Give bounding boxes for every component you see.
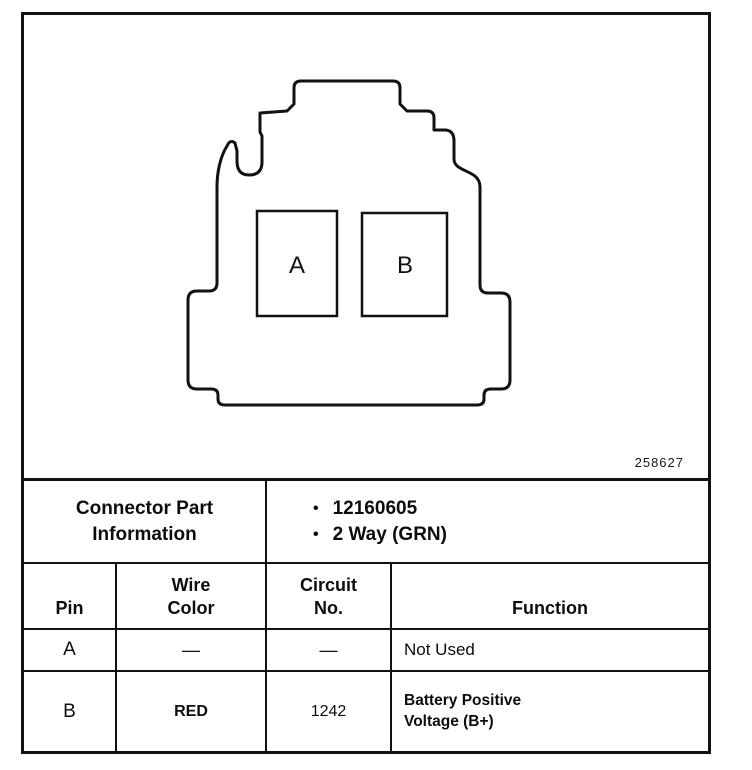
part-info-title-cell: Connector Part Information xyxy=(24,481,267,562)
part-number: 12160605 xyxy=(332,497,418,519)
part-number-line: • 12160605 xyxy=(313,498,417,520)
header-pin: Pin xyxy=(24,564,117,628)
header-function: Function xyxy=(392,564,708,628)
header-circuit-no-label: Circuit No. xyxy=(299,575,357,618)
table-header-row: Pin Wire Color Circuit No. Function xyxy=(24,564,708,630)
header-circuit-no: Circuit No. xyxy=(267,564,392,628)
connector-type-line: • 2 Way (GRN) xyxy=(313,524,447,546)
pin-value: B xyxy=(24,672,117,751)
table-row: A — — Not Used xyxy=(24,630,708,672)
cavity-b-label: B xyxy=(397,252,413,279)
function-value-text: Battery Positive Voltage (B+) xyxy=(404,691,522,730)
connector-info-table: Connector Part Information • 12160605 • … xyxy=(24,478,708,751)
header-function-label: Function xyxy=(512,597,588,618)
circuit-no-value: 1242 xyxy=(267,672,392,751)
connector-drawing: A B xyxy=(186,79,512,407)
connector-outline xyxy=(186,79,512,407)
header-pin-label: Pin xyxy=(55,597,84,618)
cavity-b-box xyxy=(360,211,449,318)
wire-color-value: — xyxy=(117,630,267,670)
figure-number: 258627 xyxy=(634,455,684,470)
cavity-a-label: A xyxy=(289,252,305,279)
pin-value: A xyxy=(24,630,117,670)
wire-color-value: RED xyxy=(117,672,267,751)
bullet-icon: • xyxy=(313,499,319,517)
part-info-values-cell: • 12160605 • 2 Way (GRN) xyxy=(267,481,708,562)
part-info-title: Connector Part Information xyxy=(75,497,214,545)
function-value: Not Used xyxy=(404,640,475,659)
cavity-a-box xyxy=(255,209,339,318)
header-wire-color: Wire Color xyxy=(117,564,267,628)
function-value: Battery Positive Voltage (B+) xyxy=(392,672,708,751)
figure-frame: A B 258627 Connector Part Information • … xyxy=(21,12,711,754)
bullet-icon: • xyxy=(313,525,319,543)
table-row-part-info: Connector Part Information • 12160605 • … xyxy=(24,481,708,564)
table-row: B RED 1242 Battery Positive Voltage (B+) xyxy=(24,672,708,751)
circuit-no-value: — xyxy=(267,630,392,670)
connector-type: 2 Way (GRN) xyxy=(332,523,447,545)
connector-diagram: A B 258627 xyxy=(24,15,708,478)
header-wire-color-label: Wire Color xyxy=(167,575,215,618)
